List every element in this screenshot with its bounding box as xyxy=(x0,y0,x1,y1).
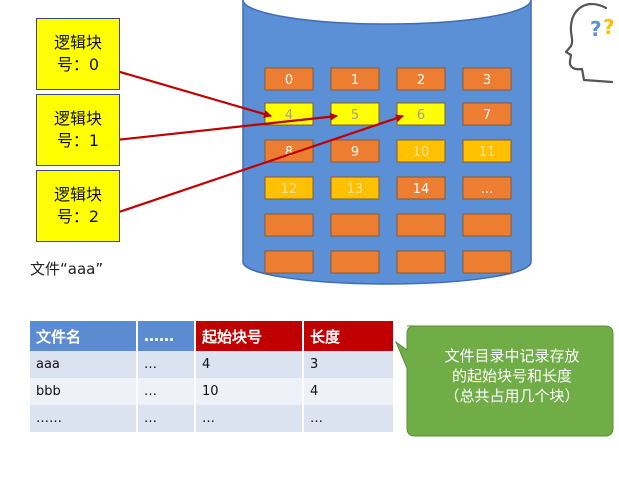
logical-block-text: 逻辑块号：1 xyxy=(54,108,102,152)
disk-block xyxy=(396,102,446,126)
disk-block-label: 4 xyxy=(285,108,293,123)
cell-start-block: 10 xyxy=(195,378,304,405)
disk-block-label: 2 xyxy=(417,73,425,88)
file-name-label: 文件“aaa” xyxy=(30,260,104,278)
disk-block xyxy=(396,213,446,237)
disk-block xyxy=(330,213,380,237)
logical-block-line: 逻辑块 xyxy=(53,185,102,204)
callout-text: 文件目录中记录存放 的起始块号和长度 （总共占用几个块） xyxy=(418,346,606,406)
disk-block-label: 13 xyxy=(347,182,364,197)
disk-block-label: 5 xyxy=(351,108,359,123)
disk-block xyxy=(396,250,446,274)
cell-file-name: aaa xyxy=(30,351,138,378)
disk-block xyxy=(462,176,512,200)
logical-block: 逻辑块号：0 xyxy=(36,18,120,90)
callout-line: 的起始块号和长度 xyxy=(451,367,572,385)
callout-line: 文件目录中记录存放 xyxy=(444,347,580,365)
table-row: …… … … … xyxy=(30,405,395,432)
disk-block xyxy=(264,139,314,163)
cell-ellipsis: … xyxy=(137,405,196,432)
header-ellipsis: …… xyxy=(137,321,196,351)
cell-file-name: …… xyxy=(30,405,138,432)
table-header-row: 文件名 …… 起始块号 长度 xyxy=(30,321,395,351)
cell-ellipsis: … xyxy=(137,378,196,405)
disk-top-rim xyxy=(242,0,532,25)
cell-ellipsis: … xyxy=(137,351,196,378)
cell-length: 4 xyxy=(303,378,395,405)
disk-block xyxy=(264,176,314,200)
disk-block-label: … xyxy=(481,182,494,197)
disk-block xyxy=(462,250,512,274)
svg-text:?: ? xyxy=(603,15,615,39)
logical-block-line: 号：0 xyxy=(56,55,100,74)
disk-block xyxy=(330,250,380,274)
logical-block-line: 逻辑块 xyxy=(53,33,102,52)
disk-block-label: 12 xyxy=(281,182,298,197)
callout-line: （总共占用几个块） xyxy=(444,387,580,405)
callout-bubble xyxy=(394,325,614,437)
disk-block xyxy=(330,176,380,200)
disk-block xyxy=(264,67,314,91)
disk-body xyxy=(242,0,532,285)
logical-block-line: 号：2 xyxy=(56,207,100,226)
thinking-head-icon: ? ? xyxy=(564,2,615,84)
disk-block xyxy=(264,250,314,274)
disk-block xyxy=(396,67,446,91)
header-file-name: 文件名 xyxy=(30,321,138,351)
logical-block-line: 号：1 xyxy=(56,131,100,150)
disk-block-label: 8 xyxy=(285,145,293,160)
table-row: aaa … 4 3 xyxy=(30,351,395,378)
disk-block xyxy=(264,213,314,237)
logical-block-text: 逻辑块号：2 xyxy=(54,184,102,228)
mapping-arrows xyxy=(95,63,404,215)
disk-block xyxy=(462,213,512,237)
mapping-arrow xyxy=(115,114,404,215)
disk-block-label: 7 xyxy=(483,108,491,123)
logical-block-line: 逻辑块 xyxy=(53,109,102,128)
header-length: 长度 xyxy=(303,321,395,351)
disk-cylinder xyxy=(242,0,532,285)
disk-block xyxy=(330,67,380,91)
disk-block xyxy=(396,176,446,200)
mapping-arrow xyxy=(115,112,338,142)
file-directory-table: 文件名 …… 起始块号 长度 aaa … 4 3 bbb … 10 4 …… …… xyxy=(30,321,395,432)
cell-start-block: 4 xyxy=(195,351,304,378)
cell-length: … xyxy=(303,405,395,432)
disk-block-label: 3 xyxy=(483,73,491,88)
cell-file-name: bbb xyxy=(30,378,138,405)
svg-text:?: ? xyxy=(590,17,602,41)
logical-block: 逻辑块号：1 xyxy=(36,94,120,166)
disk-block-label: 11 xyxy=(479,145,496,160)
disk-block xyxy=(462,67,512,91)
disk-block-label: 6 xyxy=(417,108,425,123)
disk-block xyxy=(462,102,512,126)
disk-block xyxy=(462,139,512,163)
disk-block-label: 10 xyxy=(413,145,430,160)
mapping-arrow xyxy=(95,63,272,118)
logical-block-text: 逻辑块号：0 xyxy=(54,32,102,76)
header-start-block: 起始块号 xyxy=(195,321,304,351)
disk-block-label: 14 xyxy=(413,182,430,197)
cell-length: 3 xyxy=(303,351,395,378)
disk-block-label: 0 xyxy=(285,73,293,88)
disk-block-label: 1 xyxy=(351,73,359,88)
cell-start-block: … xyxy=(195,405,304,432)
disk-block xyxy=(396,139,446,163)
logical-block: 逻辑块号：2 xyxy=(36,170,120,242)
table-row: bbb … 10 4 xyxy=(30,378,395,405)
disk-block xyxy=(330,139,380,163)
disk-block-label: 9 xyxy=(351,145,359,160)
